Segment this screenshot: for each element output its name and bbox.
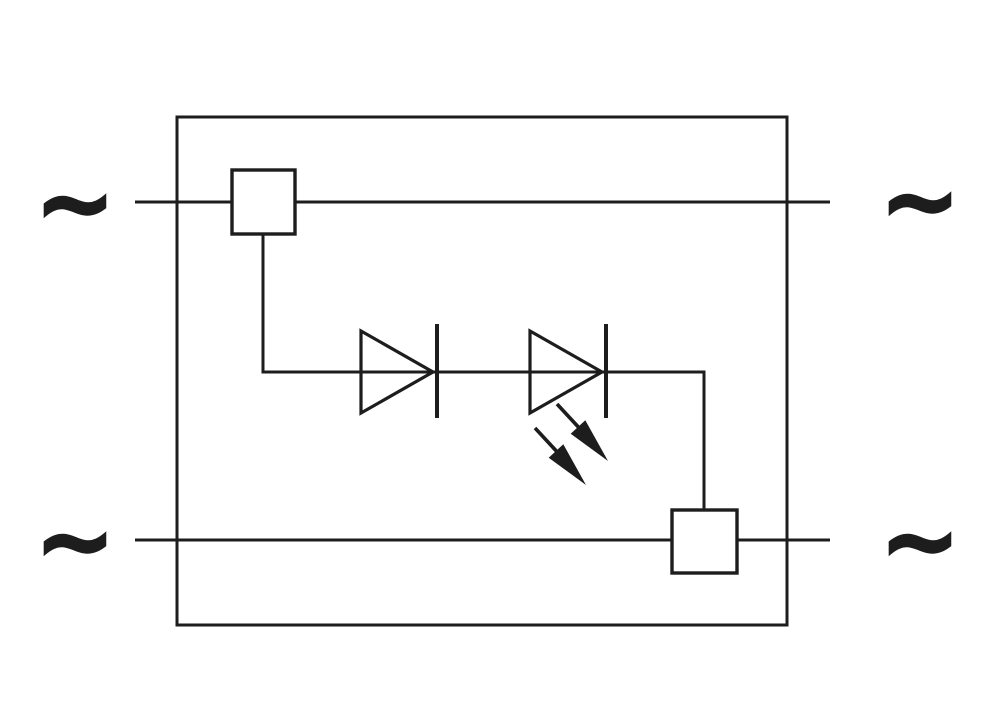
ac-symbol-bottom-left: ~	[35, 485, 115, 597]
module-outline-box	[175, 115, 789, 627]
ac-symbol-bottom-right: ~	[880, 485, 960, 597]
ac-symbol-top-right: ~	[880, 145, 960, 257]
diode-1	[359, 324, 439, 418]
internal-diode-branch-wire	[261, 234, 706, 510]
led-arrow-2-tail	[533, 426, 562, 457]
diode-1-triangle	[359, 328, 437, 416]
ac-symbol-top-left: ~	[35, 147, 115, 259]
terminal-square-bottom-right	[670, 508, 739, 575]
led-diode-triangle	[528, 328, 606, 416]
terminal-square-top-left	[230, 168, 297, 236]
led-arrow-1	[555, 402, 608, 461]
led-arrow-2	[533, 426, 586, 485]
led-diode	[528, 324, 608, 418]
led-arrow-1-tail	[555, 402, 584, 433]
led-arrow-2-head	[548, 444, 586, 485]
led-emission-arrows-icon	[533, 402, 608, 485]
led-arrow-1-head	[570, 420, 608, 461]
